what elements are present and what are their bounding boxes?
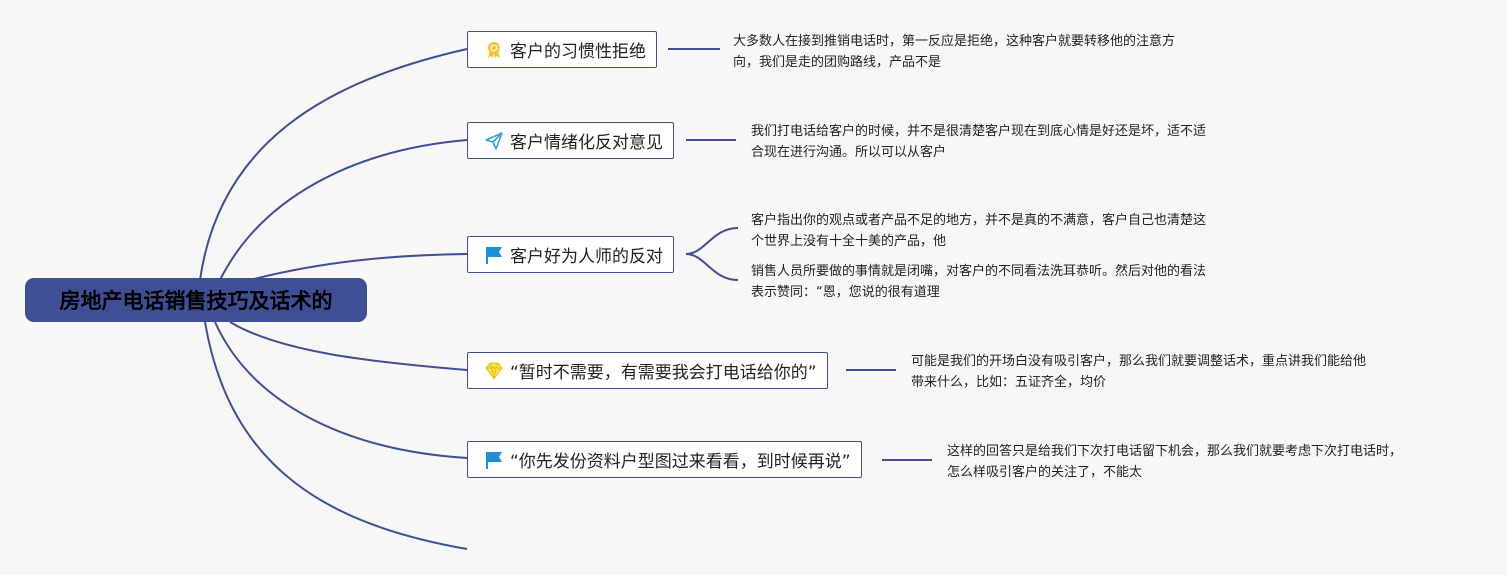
note-line: 合现在进行沟通。所以可以从客户	[751, 145, 947, 160]
award-ribbon-icon	[484, 40, 504, 60]
branch-label: 客户的习惯性拒绝	[510, 42, 646, 62]
root-topic-label: 房地产电话销售技巧及话术的	[59, 289, 333, 313]
note-line: 客户指出你的观点或者产品不足的地方，并不是真的不满意，客户自己也清楚这	[751, 213, 1207, 228]
note-line: 表示赞同：“恩，您说的很有道理	[751, 285, 940, 300]
branch-habitual-rejection[interactable]: 客户的习惯性拒绝	[467, 31, 657, 68]
note-branch-3-a: 客户指出你的观点或者产品不足的地方，并不是真的不满意，客户自己也清楚这 个世界上…	[751, 210, 1206, 252]
flag-icon	[484, 450, 504, 470]
note-line: 我们打电话给客户的时候，并不是很清楚客户现在到底心情是好还是坏，适不适	[751, 124, 1207, 139]
note-branch-5: 这样的回答只是给我们下次打电话留下机会，那么我们就要考虑下次打电话时， 怎么样吸…	[947, 441, 1402, 483]
connector-branch-3-note-1	[685, 227, 739, 255]
note-branch-4: 可能是我们的开场白没有吸引客户，那么我们就要调整话术，重点讲我们能给他 带来什么…	[911, 351, 1366, 393]
connector-branch-3-note-2	[685, 253, 739, 281]
paper-plane-icon	[484, 131, 504, 151]
connector-root-empty	[204, 321, 468, 550]
note-branch-3-b: 销售人员所要做的事情就是闭嘴，对客户的不同看法洗耳恭听。然后对他的看法 表示赞同…	[751, 261, 1206, 303]
branch-know-it-all-objection[interactable]: 客户好为人师的反对	[467, 236, 674, 273]
branch-label: 客户好为人师的反对	[510, 247, 663, 267]
diamond-icon	[484, 361, 504, 381]
note-line: 怎么样吸引客户的关注了，不能太	[947, 465, 1143, 480]
branch-emotional-objection[interactable]: 客户情绪化反对意见	[467, 122, 674, 159]
note-line: 大多数人在接到推销电话时，第一反应是拒绝，这种客户就要转移他的注意方	[733, 34, 1176, 49]
connector-root-branch-2	[219, 139, 468, 281]
branch-label: “暂时不需要，有需要我会打电话给你的”	[510, 363, 817, 383]
note-line: 销售人员所要做的事情就是闭嘴，对客户的不同看法洗耳恭听。然后对他的看法	[751, 264, 1207, 279]
note-branch-2: 我们打电话给客户的时候，并不是很清楚客户现在到底心情是好还是坏，适不适 合现在进…	[751, 121, 1206, 163]
connector-root-branch-4	[229, 321, 468, 371]
note-line: 个世界上没有十全十美的产品，他	[751, 234, 947, 249]
branch-no-need-for-now[interactable]: “暂时不需要，有需要我会打电话给你的”	[467, 352, 828, 389]
connector-root-branch-3	[249, 253, 468, 281]
connector-root-branch-5	[214, 321, 468, 459]
flag-icon	[484, 245, 504, 265]
branch-label: “你先发份资料户型图过来看看，到时候再说”	[510, 452, 851, 472]
connector-root-branch-1	[199, 48, 468, 281]
note-line: 带来什么，比如：五证齐全，均价	[911, 375, 1107, 390]
note-branch-1: 大多数人在接到推销电话时，第一反应是拒绝，这种客户就要转移他的注意方 向，我们是…	[733, 31, 1175, 73]
note-line: 向，我们是走的团购路线，产品不是	[733, 55, 942, 70]
root-topic[interactable]: 房地产电话销售技巧及话术的	[25, 278, 367, 322]
note-line: 可能是我们的开场白没有吸引客户，那么我们就要调整话术，重点讲我们能给他	[911, 354, 1367, 369]
branch-send-materials-first[interactable]: “你先发份资料户型图过来看看，到时候再说”	[467, 441, 862, 478]
note-line: 这样的回答只是给我们下次打电话留下机会，那么我们就要考虑下次打电话时，	[947, 444, 1403, 459]
branch-label: 客户情绪化反对意见	[510, 133, 663, 153]
